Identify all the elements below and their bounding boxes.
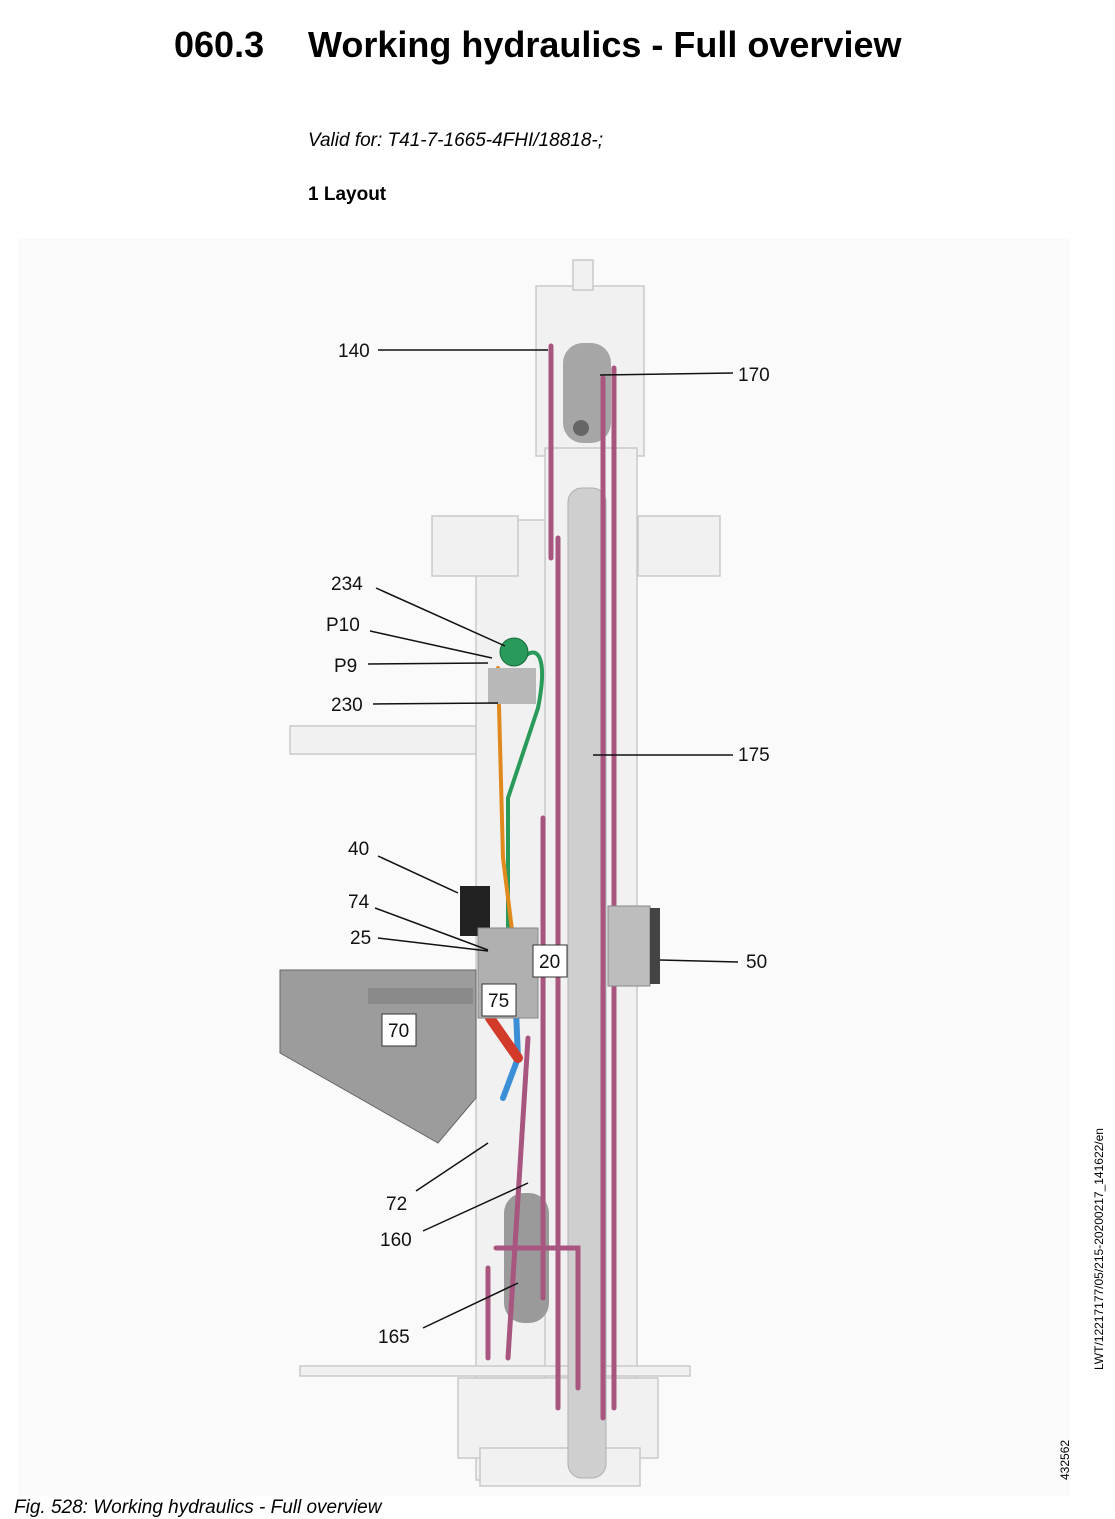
figure-id: 432562 xyxy=(1058,1439,1072,1480)
callout-70: 70 xyxy=(388,1021,409,1042)
callout-25: 25 xyxy=(350,928,371,949)
control-box xyxy=(279,969,477,1144)
callout-40: 40 xyxy=(348,839,369,860)
callout-50: 50 xyxy=(746,952,767,973)
callout-170: 170 xyxy=(738,365,770,386)
callout-leaders xyxy=(367,349,739,1329)
hydraulic-hoses xyxy=(485,343,617,1421)
callout-20: 20 xyxy=(539,952,560,973)
hydraulics-drawing: 140 170 234 P10 P9 230 175 40 74 25 50 7… xyxy=(279,259,770,1487)
callout-175: 175 xyxy=(738,745,770,766)
section-title: 1 Layout xyxy=(308,184,387,205)
callout-p9: P9 xyxy=(334,656,357,677)
heading-title: Working hydraulics - Full overview xyxy=(308,24,902,65)
callout-140: 140 xyxy=(338,341,370,362)
hydraulics-figure: 140 170 234 P10 P9 230 175 40 74 25 50 7… xyxy=(18,238,1070,1496)
figure-caption: Fig. 528: Working hydraulics - Full over… xyxy=(14,1497,382,1518)
callout-230: 230 xyxy=(331,695,363,716)
callout-labels: 140 170 234 P10 P9 230 175 40 74 25 50 7… xyxy=(326,341,770,1348)
page-heading: 060.3 Working hydraulics - Full overview xyxy=(174,24,901,66)
callout-72: 72 xyxy=(386,1194,407,1215)
document-reference: LWT/12217177/05/215-20200217_141622/en xyxy=(1092,1128,1106,1370)
callout-165: 165 xyxy=(378,1327,410,1348)
callout-160: 160 xyxy=(380,1230,412,1251)
callout-75: 75 xyxy=(488,991,509,1012)
valid-for-note: Valid for: T41-7-1665-4FHI/18818-; xyxy=(308,130,604,151)
callout-234: 234 xyxy=(331,574,363,595)
callout-p10: P10 xyxy=(326,615,360,636)
heading-number: 060.3 xyxy=(174,24,265,65)
callout-74: 74 xyxy=(348,892,370,913)
boxed-callouts: 20 75 70 xyxy=(381,944,568,1047)
